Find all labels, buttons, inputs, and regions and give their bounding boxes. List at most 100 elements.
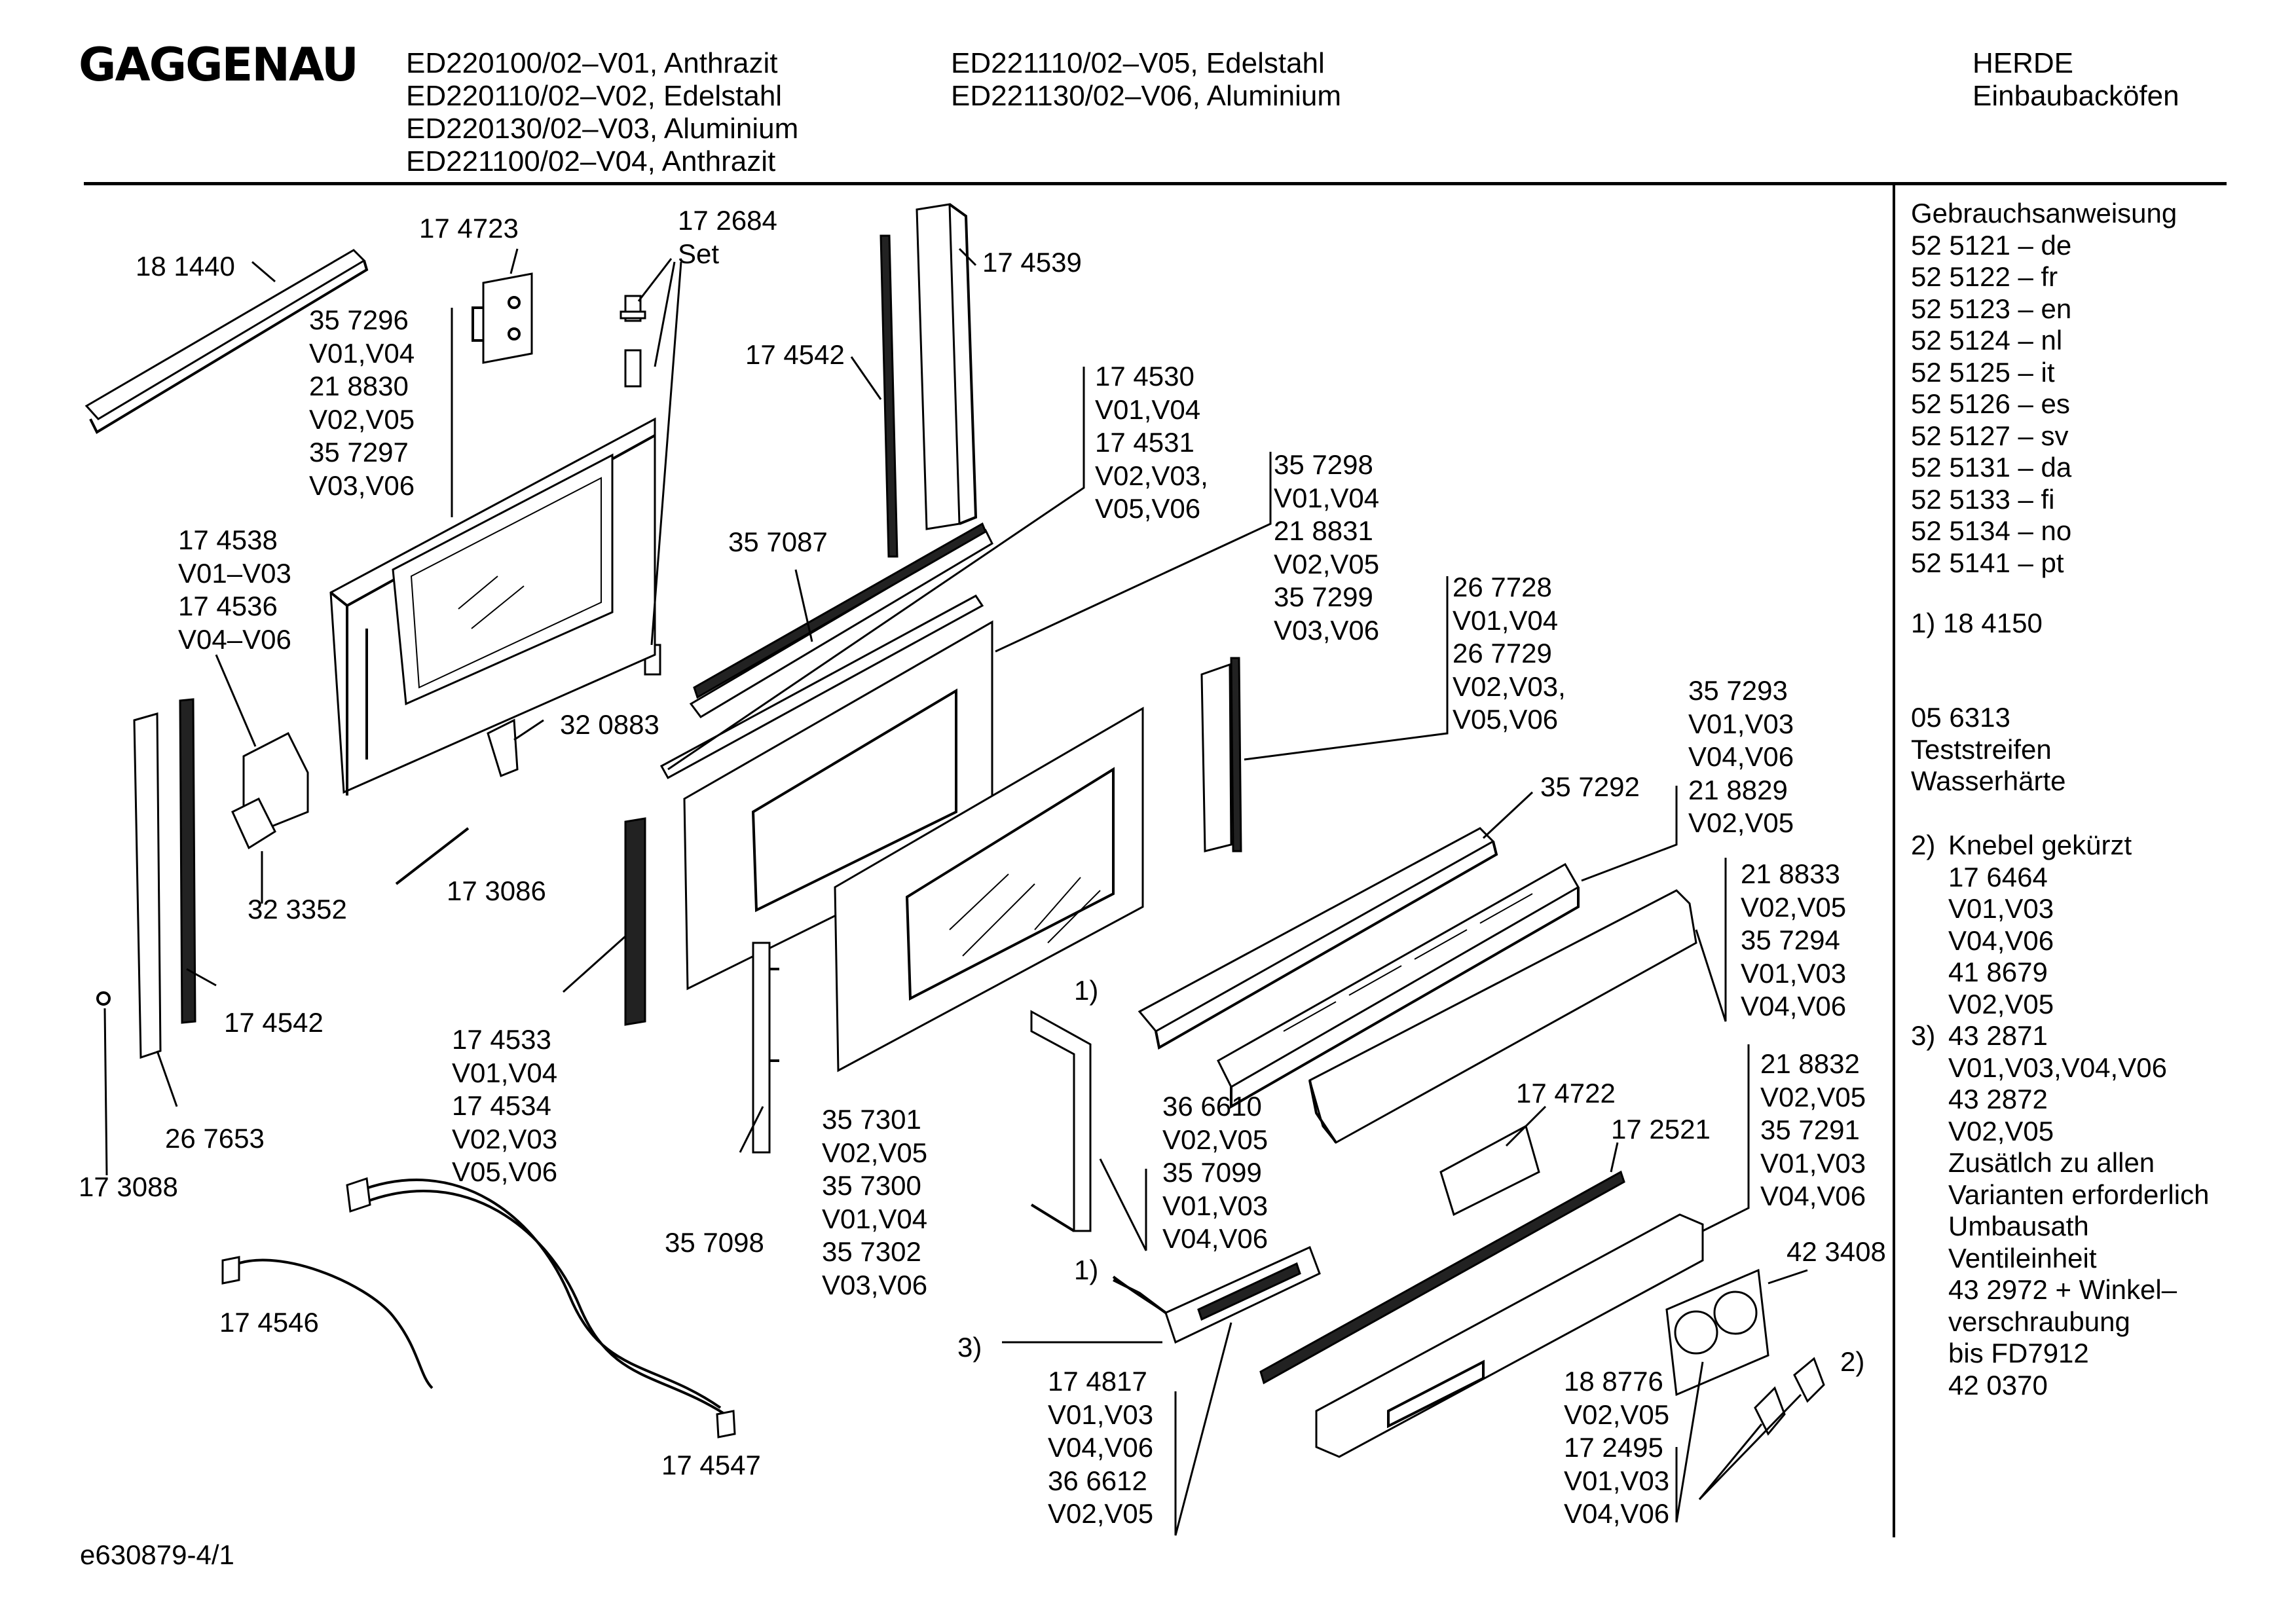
- part-number: 35 7291: [1760, 1114, 1860, 1145]
- footnote-ref: 3): [957, 1331, 982, 1365]
- variant: V02,V05: [1048, 1498, 1154, 1529]
- variant: V02,V03,: [1453, 670, 1566, 702]
- variant: V04,V06: [1162, 1223, 1268, 1254]
- note-line: 05 6313: [1911, 702, 2010, 733]
- part-label: 17 4542: [745, 339, 845, 372]
- model-line: ED220100/02–V01, Anthrazit: [406, 47, 778, 79]
- part-number: 21 8833: [1741, 858, 1840, 889]
- part-number: 17 2495: [1564, 1432, 1663, 1463]
- model-list-2: ED221110/02–V05, Edelstahl ED221130/02–V…: [951, 47, 1341, 113]
- model-line: ED220110/02–V02, Edelstahl: [406, 80, 783, 112]
- note-line: Knebel gekürzt: [1948, 830, 2132, 860]
- part-number: 17 4547: [661, 1450, 761, 1480]
- side-rail-part: [880, 203, 978, 558]
- note-line: 17 6464: [1948, 861, 2048, 892]
- model-line: ED220130/02–V03, Aluminium: [406, 113, 799, 145]
- part-number: 18 8776: [1564, 1366, 1663, 1397]
- left-bracket-part: [133, 698, 309, 1059]
- note-line: bis FD7912: [1948, 1338, 2089, 1368]
- part-label: 32 0883: [560, 708, 659, 742]
- part-number: 17 4539: [982, 247, 1082, 278]
- part-number: 35 7298: [1274, 449, 1373, 480]
- outer-glass-part: [834, 706, 1144, 1072]
- part-label: 26 7728 V01,V04 26 7729 V02,V03, V05,V06: [1453, 571, 1566, 737]
- variant: V01–V03: [178, 557, 291, 589]
- category-line: Einbaubacköfen: [1972, 80, 2179, 112]
- part-number: 35 7293: [1688, 675, 1788, 706]
- variant: V01,V03: [1564, 1465, 1670, 1496]
- test-strip-note: 05 6313 Teststreifen Wasserhärte: [1911, 702, 2066, 797]
- part-number: 17 3086: [447, 875, 546, 906]
- part-label: 17 4722: [1516, 1077, 1616, 1110]
- part-number: 32 3352: [248, 894, 347, 925]
- part-number: 21 8832: [1760, 1048, 1860, 1079]
- door-frame-part: [329, 417, 656, 796]
- note-line: V04,V06: [1948, 925, 2054, 956]
- variant: V04,V06: [1688, 741, 1794, 772]
- variant: V04,V06: [1048, 1432, 1154, 1463]
- vent-panel-part: [1217, 862, 1580, 1109]
- variant: V01,V03: [1760, 1147, 1866, 1179]
- handle-bracket-part: [1030, 1010, 1092, 1232]
- part-number: 17 4546: [219, 1307, 319, 1338]
- part-number: 35 7300: [822, 1170, 921, 1201]
- variant: V04,V06: [1741, 991, 1847, 1021]
- variant: V02,V03: [452, 1123, 558, 1154]
- part-number: 17 4531: [1095, 427, 1194, 458]
- part-label: 35 7098: [665, 1226, 764, 1260]
- control-module-part: [1113, 1245, 1321, 1344]
- drawing-id: e630879-4/1: [80, 1539, 234, 1570]
- part-label: 17 4539: [982, 246, 1082, 280]
- part-label: 17 2684 Set: [678, 204, 777, 270]
- part-number: 17 4536: [178, 591, 278, 621]
- part-label: 17 2521: [1611, 1113, 1711, 1146]
- part-number: 35 7292: [1540, 771, 1640, 802]
- part-number: 17 4722: [1516, 1078, 1616, 1108]
- vertical-seal-part: [624, 817, 646, 1026]
- part-number: 35 7087: [728, 526, 828, 557]
- part-number: 35 7299: [1274, 581, 1373, 612]
- manual-entry: 52 5122 – fr: [1911, 261, 2058, 292]
- footnote-mark: 3): [957, 1332, 982, 1363]
- part-number: 17 4534: [452, 1090, 551, 1121]
- note-line: V02,V05: [1948, 1115, 2054, 1146]
- variant: V02,V05: [1760, 1081, 1866, 1112]
- model-line: ED221100/02–V04, Anthrazit: [406, 145, 776, 177]
- control-knob-part: [1754, 1357, 1825, 1436]
- note-2-mark: 2): [1911, 830, 1936, 860]
- variant: V04,V06: [1564, 1498, 1670, 1529]
- part-label: 32 3352: [248, 893, 347, 926]
- manual-list: Gebrauchsanweisung 52 5121 – de 52 5122 …: [1911, 198, 2177, 579]
- leader-lines: [103, 247, 1808, 1536]
- variant: V05,V06: [1095, 493, 1201, 524]
- part-label: 21 8833 V02,V05 35 7294 V01,V03 V04,V06: [1741, 858, 1846, 1023]
- part-label: 17 4723: [419, 212, 519, 246]
- part-label: 17 4546: [219, 1306, 319, 1340]
- small-parts: [96, 718, 519, 1006]
- part-label: 35 7296 V01,V04 21 8830 V02,V05 35 7297 …: [309, 304, 415, 502]
- part-number: 32 0883: [560, 709, 659, 740]
- front-panel-part: [1315, 1213, 1704, 1458]
- note-line: V01,V03,V04,V06: [1948, 1052, 2167, 1083]
- part-number: 21 8829: [1688, 774, 1788, 805]
- part-label: 17 4530 V01,V04 17 4531 V02,V03, V05,V06: [1095, 360, 1208, 526]
- brand-logo: GAGGENAU: [79, 38, 359, 92]
- part-number: 35 7294: [1741, 925, 1840, 955]
- part-number: 17 4533: [452, 1024, 551, 1055]
- part-label: 17 4533 V01,V04 17 4534 V02,V03 V05,V06: [452, 1023, 557, 1189]
- part-label: 26 7653: [165, 1122, 265, 1156]
- footnote-ref: 1): [1074, 1254, 1098, 1287]
- part-number: 17 2684: [678, 205, 777, 236]
- manual-entry: 52 5127 – sv: [1911, 420, 2069, 451]
- note-line: 43 2872: [1948, 1084, 2048, 1114]
- variant: V03,V06: [822, 1269, 928, 1300]
- part-number: 17 4530: [1095, 361, 1194, 392]
- note-3: 43 2871 V01,V03,V04,V06 43 2872 V02,V05 …: [1948, 1020, 2209, 1401]
- part-label: 17 3088: [79, 1171, 178, 1204]
- note-line: 43 2972 + Winkel–: [1948, 1274, 2177, 1305]
- variant: V05,V06: [452, 1156, 558, 1187]
- variant: V01,V04: [1095, 394, 1201, 425]
- bottom-trim-part: [1138, 827, 1498, 1050]
- variant: V01,V03: [1048, 1399, 1154, 1430]
- manual-entry: 52 5141 – pt: [1911, 547, 2064, 578]
